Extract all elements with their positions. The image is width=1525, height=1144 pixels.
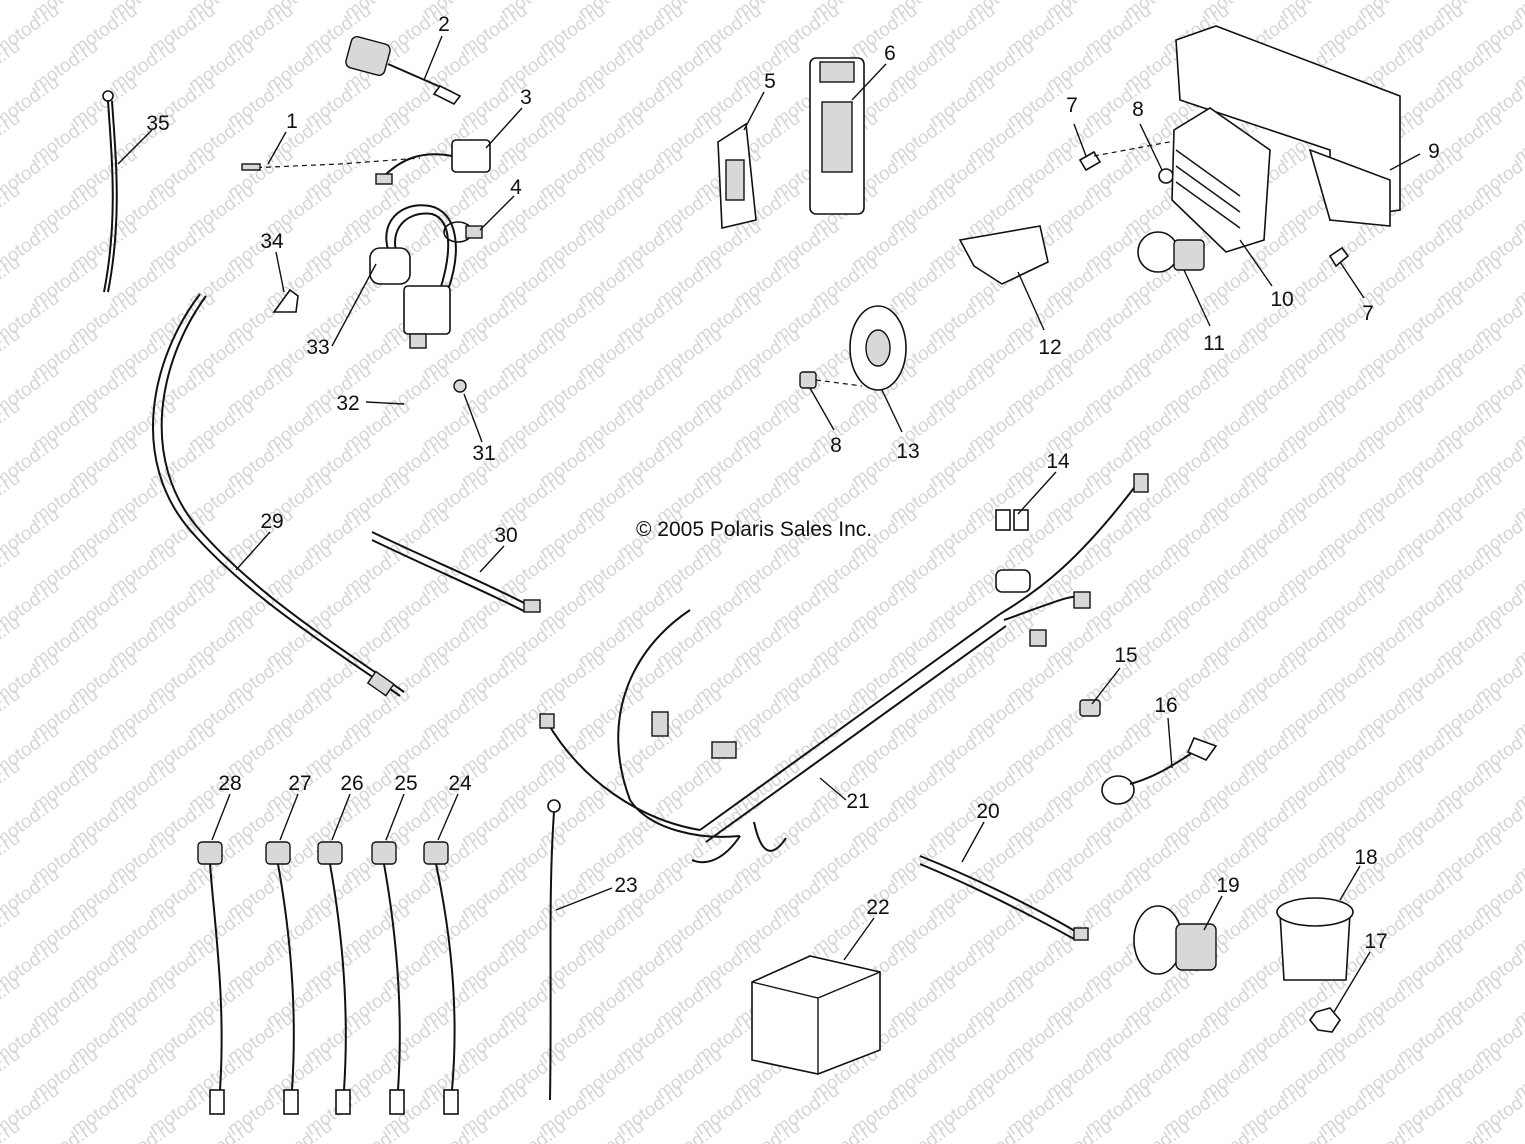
callout-16: 16	[1154, 694, 1177, 717]
callout-17: 17	[1364, 930, 1387, 953]
copyright-text: © 2005 Polaris Sales Inc.	[636, 518, 872, 541]
watermark-text: motod.ru	[341, 1116, 414, 1144]
callout-13: 13	[896, 440, 919, 463]
callout-29: 29	[260, 510, 283, 533]
watermark-text: motod.ru	[809, 1116, 882, 1144]
callout-24: 24	[448, 772, 472, 795]
callout-10: 10	[1270, 288, 1293, 311]
callout-22: 22	[866, 896, 889, 919]
callout-32: 32	[336, 392, 359, 415]
callout-15: 15	[1114, 644, 1137, 667]
callout-18: 18	[1354, 846, 1377, 869]
callout-33: 33	[306, 336, 329, 359]
part-15-connector	[1079, 699, 1101, 717]
watermark-text: motod.ru	[497, 1116, 570, 1144]
watermark-text: motod.ru	[263, 1116, 336, 1144]
watermark-text: motod.ru	[653, 1116, 726, 1144]
watermark-text: motod.ru	[1277, 1116, 1350, 1144]
callout-28: 28	[218, 772, 241, 795]
watermark-text: motod.ru	[887, 1116, 960, 1144]
callout-8-upper: 8	[1132, 98, 1144, 121]
watermark-text: motod.ru	[185, 1116, 258, 1144]
watermark-text: motod.ru	[731, 1116, 804, 1144]
part-14-fuses	[995, 509, 1029, 531]
watermark-text: motod.ru	[1121, 1116, 1194, 1144]
part-8-bolt-horn	[799, 371, 817, 389]
callout-2: 2	[438, 13, 450, 36]
part-6-switch	[809, 57, 865, 215]
callout-26: 26	[340, 772, 363, 795]
callout-21: 21	[846, 790, 869, 813]
watermark-text: motod.ru	[29, 1116, 102, 1144]
callout-11: 11	[1203, 332, 1225, 355]
callout-34: 34	[260, 230, 284, 253]
callout-20: 20	[976, 800, 999, 823]
watermark-text: motod.ru	[1511, 1116, 1525, 1144]
callout-14: 14	[1046, 450, 1070, 473]
callout-31: 31	[472, 442, 495, 465]
watermark-text: motod.ru	[575, 1116, 648, 1144]
callout-23: 23	[614, 874, 637, 897]
callout-12: 12	[1038, 336, 1061, 359]
part-4-bulb	[443, 221, 483, 243]
watermark-text: motod.ru	[965, 1116, 1038, 1144]
callout-3: 3	[520, 86, 532, 109]
watermark-text: motod.ru	[1043, 1116, 1116, 1144]
callout-27: 27	[288, 772, 311, 795]
part-35-ground-cable	[102, 90, 118, 293]
callout-19: 19	[1216, 874, 1239, 897]
callout-7-upper: 7	[1066, 94, 1078, 117]
callout-6: 6	[884, 42, 896, 65]
part-19-socket	[1133, 905, 1217, 975]
watermark-text: motod.ru	[1433, 1116, 1506, 1144]
callout-1: 1	[286, 110, 298, 133]
watermark-text: motod.ru	[107, 1116, 180, 1144]
callout-5: 5	[764, 70, 776, 93]
callout-4: 4	[510, 176, 522, 199]
part-18-gauge	[1276, 897, 1354, 981]
callout-25: 25	[394, 772, 417, 795]
part-8-bolt	[1158, 168, 1174, 184]
part-22-battery	[751, 955, 881, 1075]
callout-8-lower: 8	[830, 434, 842, 457]
callout-7-lower: 7	[1362, 302, 1374, 325]
watermark-text: motod.ru	[1355, 1116, 1428, 1144]
watermark-text: motod.ru	[1199, 1116, 1272, 1144]
watermark-text: motod.ru	[419, 1116, 492, 1144]
callout-30: 30	[494, 524, 517, 547]
callout-35: 35	[146, 112, 169, 135]
callout-9: 9	[1428, 140, 1440, 163]
